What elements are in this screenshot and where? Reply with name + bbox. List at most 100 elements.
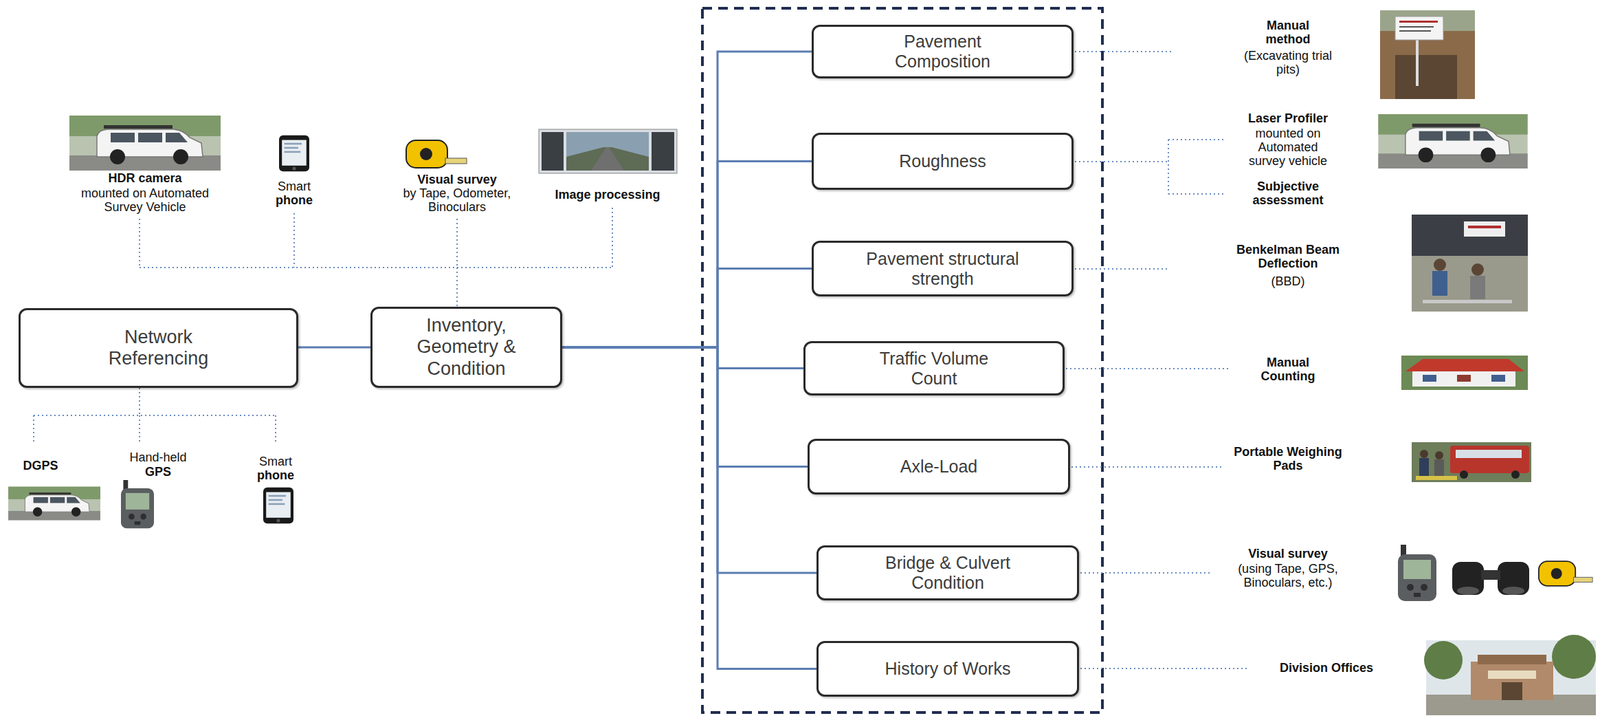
category-box: Roughness xyxy=(811,132,1074,190)
method-label: by Tape, Odometer, Binoculars xyxy=(381,186,533,215)
benkelman-beam-photo xyxy=(1468,225,1502,229)
method-label: phone xyxy=(257,468,295,483)
method-label-holder: Benkelman Beam Deflection xyxy=(1228,243,1349,271)
method-label: Benkelman Beam Deflection xyxy=(1228,243,1349,271)
survey-container xyxy=(702,8,1103,713)
weighing-pad-photo xyxy=(1434,459,1444,476)
traffic-count-photo xyxy=(1457,374,1471,382)
method-label-holder: Subjective assessment xyxy=(1243,180,1333,208)
leader-line xyxy=(1074,50,1174,53)
division-office-photo xyxy=(1424,634,1596,715)
benkelman-beam-photo xyxy=(1470,275,1486,299)
traffic-count-photo xyxy=(1491,374,1506,382)
traffic-count-photo xyxy=(1412,371,1516,387)
method-label-holder: (Excavating trial pits) xyxy=(1243,49,1333,77)
category-box: Pavement Composition xyxy=(811,24,1074,79)
method-label: Manual method xyxy=(1250,19,1326,47)
dgps-vehicle-photo xyxy=(8,486,101,521)
screenshot-photo xyxy=(566,147,649,171)
trial-pit-photo xyxy=(1399,26,1434,28)
survey-container xyxy=(702,8,1103,713)
screenshot-photo xyxy=(651,131,675,171)
category-box: History of Works xyxy=(816,640,1080,697)
benkelman-beam-photo xyxy=(1463,221,1506,237)
box-label: Inventory, Geometry & Condition xyxy=(397,314,536,379)
box-label: Axle-Load xyxy=(900,456,979,477)
inventory-box: Inventory, Geometry & Condition xyxy=(370,306,563,388)
box-label: Bridge & Culvert Condition xyxy=(865,552,1031,593)
box-label: Pavement structural strength xyxy=(843,248,1043,289)
method-label-holder: Manual method xyxy=(1250,19,1326,47)
screenshot-photo xyxy=(541,131,564,171)
leader-line xyxy=(1065,367,1231,370)
box-label: Pavement Composition xyxy=(874,31,1012,72)
method-label-holder: DGPS xyxy=(9,459,72,473)
method-label-holder: GPS xyxy=(113,465,203,480)
box-label: Traffic Volume Count xyxy=(861,348,1007,389)
survey-vehicle-photo xyxy=(69,115,221,171)
benkelman-beam-photo xyxy=(1433,258,1447,271)
tape-icon xyxy=(1538,560,1593,586)
referencing-box: Network Referencing xyxy=(18,307,299,388)
method-label-holder: mounted on Automated survey vehicle xyxy=(1241,127,1335,168)
leader-line xyxy=(1080,667,1248,669)
traffic-count-photo xyxy=(1401,355,1528,390)
method-label: Division Offices xyxy=(1279,661,1374,675)
trial-pit-photo xyxy=(1380,10,1475,99)
method-label-holder: by Tape, Odometer, Binoculars xyxy=(381,186,533,215)
connector-line xyxy=(298,346,371,349)
method-label: (BBD) xyxy=(1271,274,1306,289)
method-label-holder: mounted on Automated Survey Vehicle xyxy=(71,186,220,215)
smartphone-icon xyxy=(279,135,310,172)
category-box: Pavement structural strength xyxy=(811,240,1074,297)
method-label-holder: (using Tape, GPS, Binoculars, etc.) xyxy=(1229,562,1347,590)
weighing-pad-photo xyxy=(1411,441,1532,482)
connector-line xyxy=(562,347,817,669)
connector-line xyxy=(562,347,808,467)
division-office-photo xyxy=(1470,661,1554,700)
weighing-pad-photo xyxy=(1411,441,1532,482)
division-office-photo xyxy=(1424,640,1463,680)
method-label-holder: (BBD) xyxy=(1253,274,1323,289)
method-label-holder: Visual survey xyxy=(381,173,533,187)
method-label: Portable Weighing Pads xyxy=(1232,445,1343,473)
gps-icon xyxy=(120,479,154,528)
category-box: Bridge & Culvert Condition xyxy=(816,545,1080,600)
screenshot-photo xyxy=(538,129,677,174)
method-label-holder: HDR camera xyxy=(62,171,228,186)
method-label: mounted on Automated Survey Vehicle xyxy=(71,186,220,215)
method-label-holder: Visual survey xyxy=(1226,547,1350,561)
method-label: Laser Profiler xyxy=(1248,112,1328,126)
binoculars-icon xyxy=(1452,561,1530,595)
gps-icon xyxy=(1397,544,1437,601)
box-label: Roughness xyxy=(898,151,986,172)
trial-pit-photo xyxy=(1395,16,1444,40)
screenshot-photo xyxy=(566,131,649,171)
weighing-pad-photo xyxy=(1419,449,1429,458)
method-label: Smart xyxy=(277,180,311,194)
method-label-holder: phone xyxy=(263,193,326,208)
method-label-holder: Laser Profiler xyxy=(1226,112,1350,126)
division-office-photo xyxy=(1501,681,1523,700)
method-label-holder: Manual Counting xyxy=(1250,356,1326,384)
method-label: (using Tape, GPS, Binoculars, etc.) xyxy=(1229,562,1347,590)
benkelman-beam-photo xyxy=(1411,214,1528,312)
category-box: Axle-Load xyxy=(807,438,1071,495)
method-label: DGPS xyxy=(22,459,58,473)
traffic-count-photo xyxy=(1401,355,1528,390)
leader-line xyxy=(1080,571,1210,574)
weighing-pad-photo xyxy=(1415,475,1458,480)
weighing-pad-photo xyxy=(1459,470,1469,479)
laser-profiler-photo xyxy=(1378,114,1528,169)
method-label-holder: Image processing xyxy=(531,188,684,203)
weighing-pad-photo xyxy=(1435,450,1444,460)
method-label-holder: Smart xyxy=(263,180,326,194)
leader-line xyxy=(33,387,276,444)
screenshot-photo xyxy=(538,129,677,174)
method-label: (Excavating trial pits) xyxy=(1243,49,1333,77)
division-office-photo xyxy=(1551,634,1596,679)
method-label: Hand-held xyxy=(129,450,187,465)
method-label-holder: Portable Weighing Pads xyxy=(1232,445,1343,473)
leader-line xyxy=(1074,139,1225,194)
